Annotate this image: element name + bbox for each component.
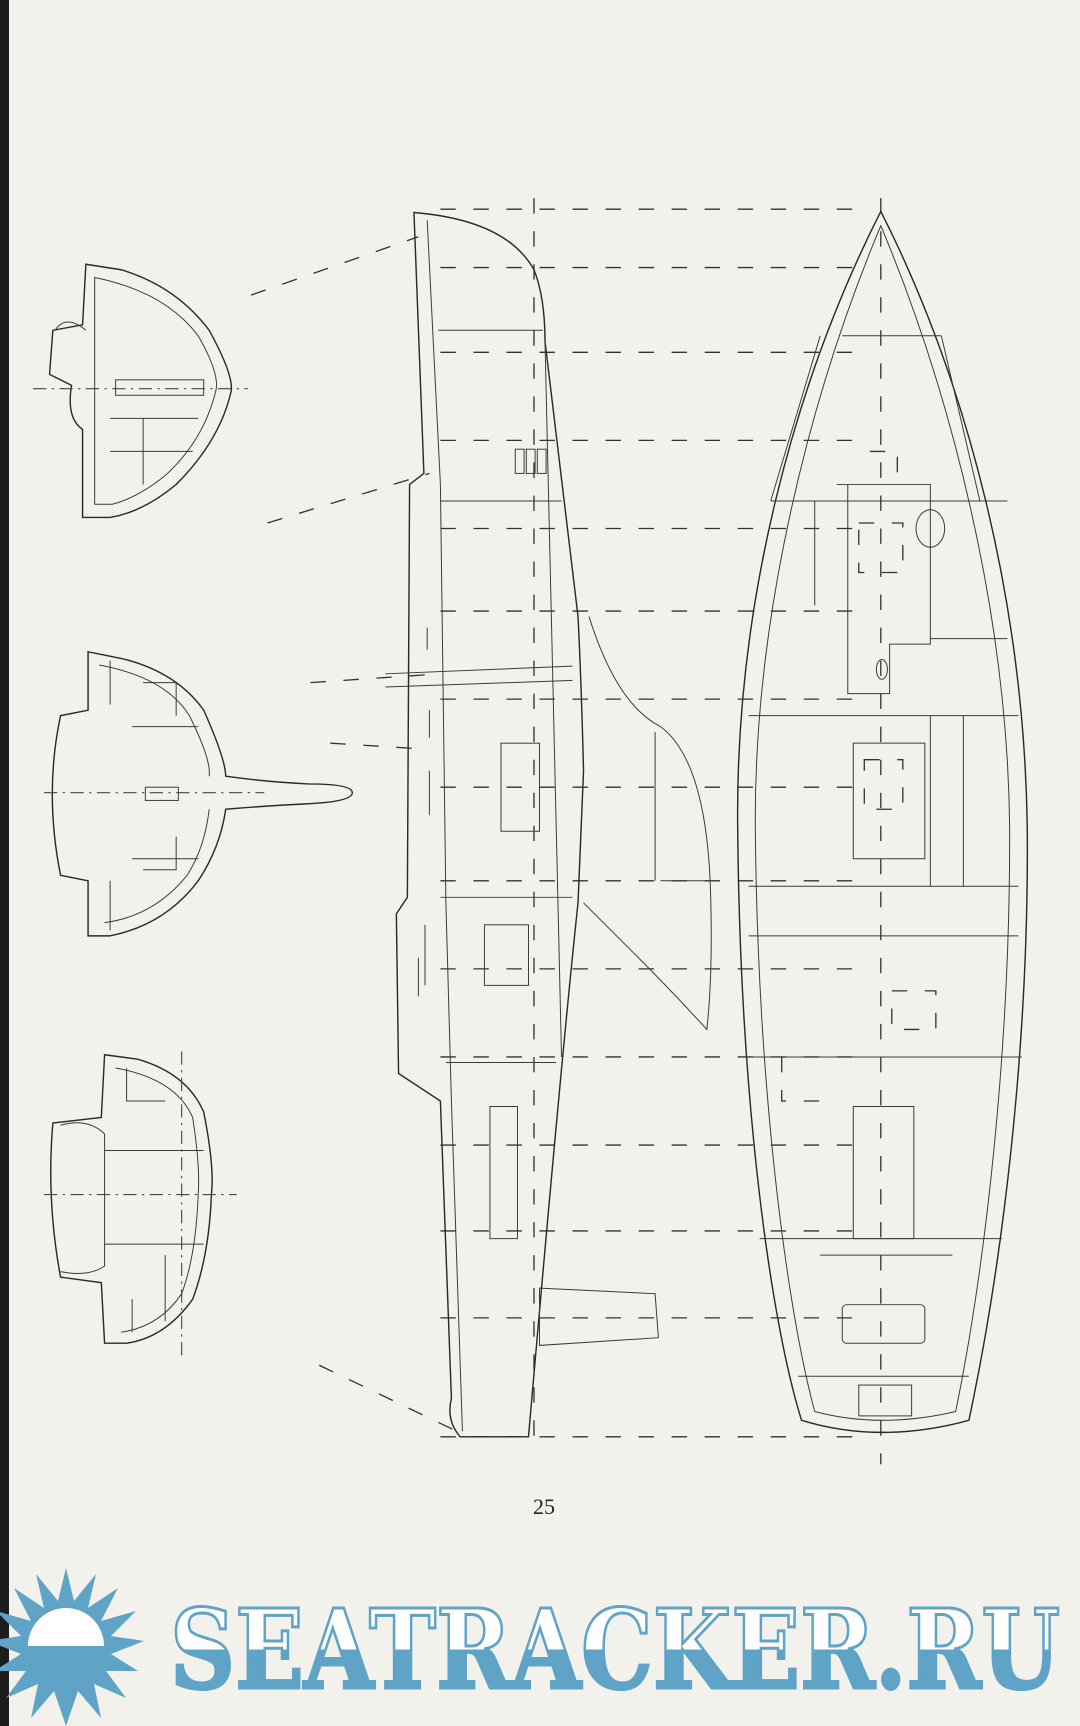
watermark-text: SEATRACKER.RU xyxy=(170,1585,1060,1714)
forward-cross-section xyxy=(33,263,248,519)
station-lines xyxy=(250,198,882,1465)
midship-cross-section xyxy=(44,650,354,937)
page-number: 25 xyxy=(533,1494,555,1519)
book-spine-edge xyxy=(0,0,9,1726)
aft-cross-section xyxy=(44,1051,237,1360)
side-profile xyxy=(385,211,712,1438)
watermark-sun-logo xyxy=(0,1568,144,1726)
deck-plan xyxy=(736,209,1029,1434)
